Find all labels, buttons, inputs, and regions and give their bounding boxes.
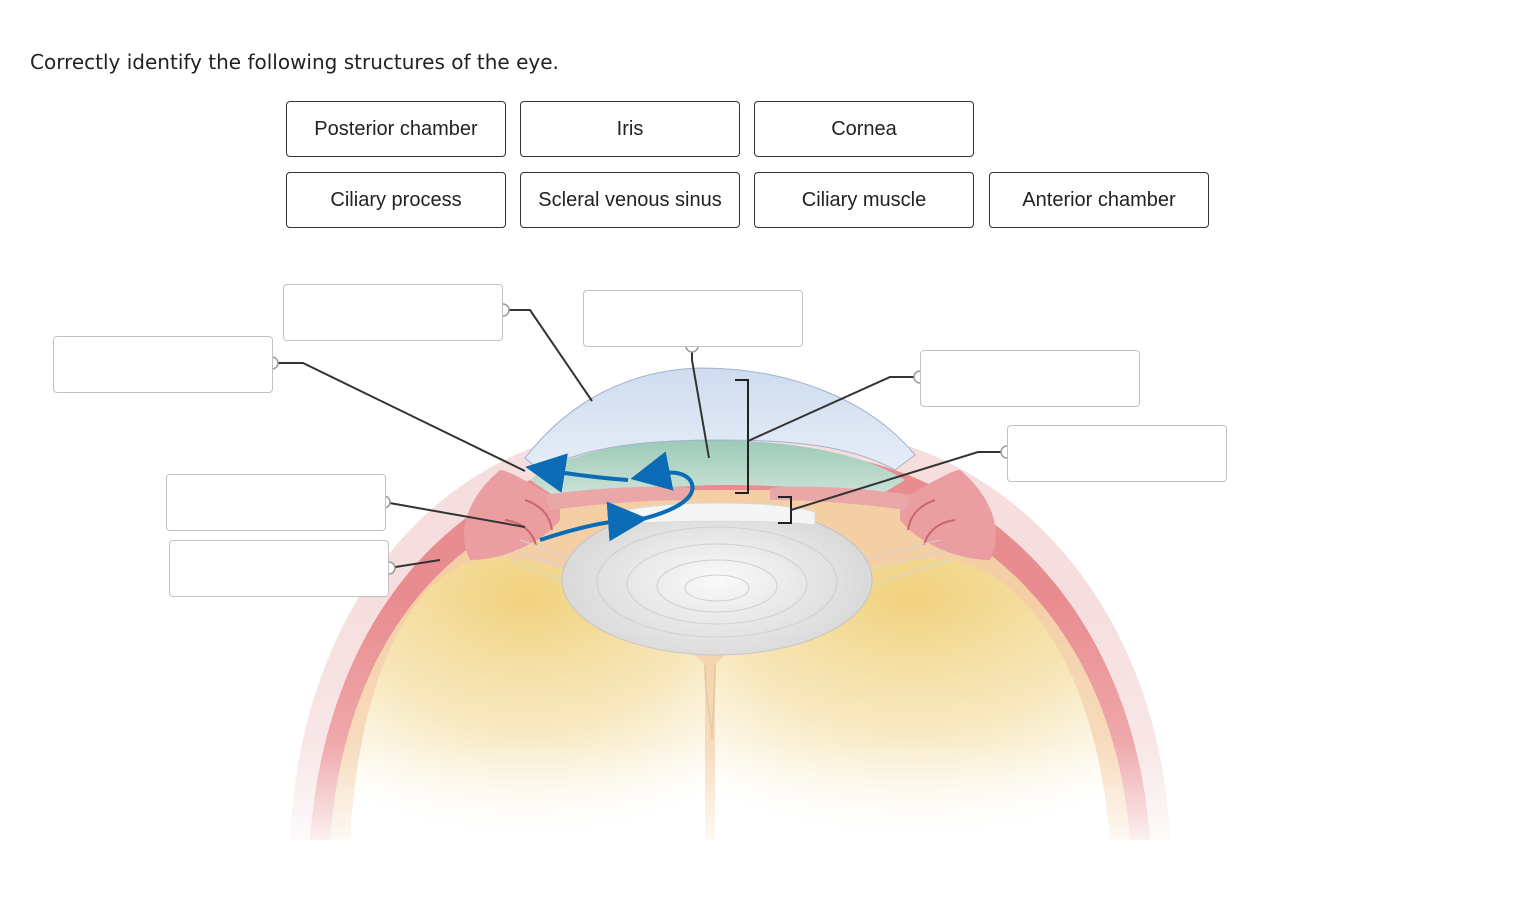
drop-target-4[interactable] xyxy=(920,350,1140,407)
anterior-chamber-bracket xyxy=(735,379,749,494)
label-chip-cornea[interactable]: Cornea xyxy=(754,101,974,157)
leader-lines xyxy=(272,309,1007,569)
drop-target-5[interactable] xyxy=(1007,425,1227,482)
cornea-shape xyxy=(524,367,916,471)
label-chip-ciliary-muscle[interactable]: Ciliary muscle xyxy=(754,172,974,228)
aqueous-flow-arrow-upper xyxy=(525,453,629,493)
label-chip-anterior-chamber[interactable]: Anterior chamber xyxy=(989,172,1209,228)
label-chip-iris[interactable]: Iris xyxy=(520,101,740,157)
aqueous-flow-arrow-lower xyxy=(539,501,648,542)
label-chip-posterior-chamber[interactable]: Posterior chamber xyxy=(286,101,506,157)
ciliary-body-right xyxy=(900,470,996,560)
iris-shape xyxy=(530,440,905,500)
label-chip-scleral-venous-sinus[interactable]: Scleral venous sinus xyxy=(520,172,740,228)
drop-target-3[interactable] xyxy=(583,290,803,347)
aqueous-flow-arrow-curve xyxy=(630,451,695,522)
label-chip-ciliary-process[interactable]: Ciliary process xyxy=(286,172,506,228)
drop-target-2[interactable] xyxy=(283,284,503,341)
drop-target-1[interactable] xyxy=(53,336,273,393)
question-prompt: Correctly identify the following structu… xyxy=(30,50,559,74)
drop-target-7[interactable] xyxy=(169,540,389,597)
drop-target-6[interactable] xyxy=(166,474,386,531)
